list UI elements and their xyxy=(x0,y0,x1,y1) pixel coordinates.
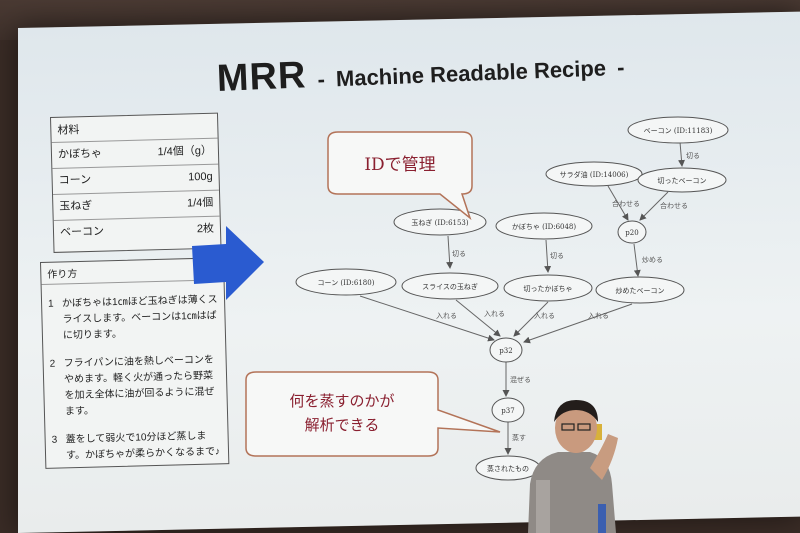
edge-label: 入れる xyxy=(534,312,555,320)
node-label: 玉ねぎ (ID:6153) xyxy=(411,218,469,227)
node-corn xyxy=(295,268,397,296)
node-label: ベーコン (ID:11183) xyxy=(644,127,713,135)
node-label: 炒めたベーコン xyxy=(616,287,665,295)
node-sliced-onion xyxy=(401,272,499,300)
edge-label: 蒸す xyxy=(512,433,526,442)
node-pumpkin xyxy=(495,212,593,240)
node-labels: ベーコン (ID:11183) サラダ油 (ID:14006) 切ったベーコン … xyxy=(318,127,713,473)
edge-label: 炒める xyxy=(642,256,663,264)
edge-label: 入れる xyxy=(484,310,505,318)
edge-label: 合わせる xyxy=(612,199,640,208)
edge-label: 切る xyxy=(550,252,564,260)
callout-id-text: IDで管理 xyxy=(364,155,435,175)
node-label: p37 xyxy=(501,407,514,415)
node-cut-pumpkin xyxy=(503,274,593,302)
node-fried-bacon xyxy=(595,276,685,304)
node-p20 xyxy=(617,220,647,244)
callout-id: IDで管理 xyxy=(327,131,473,221)
callout-analyze: 何を蒸すのかが 解析できる xyxy=(245,371,501,457)
edge-labels: 切る 合わせる 合わせる 炒める 切る 切る 入れる 入れる 入れる 入れる 混… xyxy=(436,152,700,442)
node-label: p20 xyxy=(625,229,638,237)
edge-label: 切る xyxy=(452,250,466,258)
blue-arrow-icon xyxy=(192,226,264,300)
node-label: 切ったベーコン xyxy=(658,177,707,185)
node-label: 切ったかぼちゃ xyxy=(524,285,573,293)
presenter-silhouette xyxy=(528,400,618,533)
node-label: かぼちゃ (ID:6048) xyxy=(512,223,577,231)
edge-label: 合わせる xyxy=(660,201,688,210)
graph-edges xyxy=(359,141,685,455)
node-onion xyxy=(393,208,487,236)
node-label: スライスの玉ねぎ xyxy=(422,282,478,291)
node-p37 xyxy=(491,397,525,423)
edge-label: 混ぜる xyxy=(510,375,531,384)
node-label: p32 xyxy=(499,347,512,355)
callout-analyze-line2: 解析できる xyxy=(305,416,380,434)
edge-label: 入れる xyxy=(436,312,457,320)
edge-label: 入れる xyxy=(588,312,609,320)
callout-analyze-line1: 何を蒸すのかが xyxy=(289,392,394,410)
node-cut-bacon xyxy=(637,167,727,193)
graph-nodes xyxy=(295,116,729,481)
node-salad-oil xyxy=(545,161,643,187)
node-label: サラダ油 (ID:14006) xyxy=(560,170,629,179)
edge-label: 切る xyxy=(686,152,700,160)
node-bacon xyxy=(627,116,729,144)
node-p32 xyxy=(489,337,523,363)
node-label: 蒸されたもの xyxy=(487,464,529,473)
node-label: コーン (ID:6180) xyxy=(318,279,375,287)
